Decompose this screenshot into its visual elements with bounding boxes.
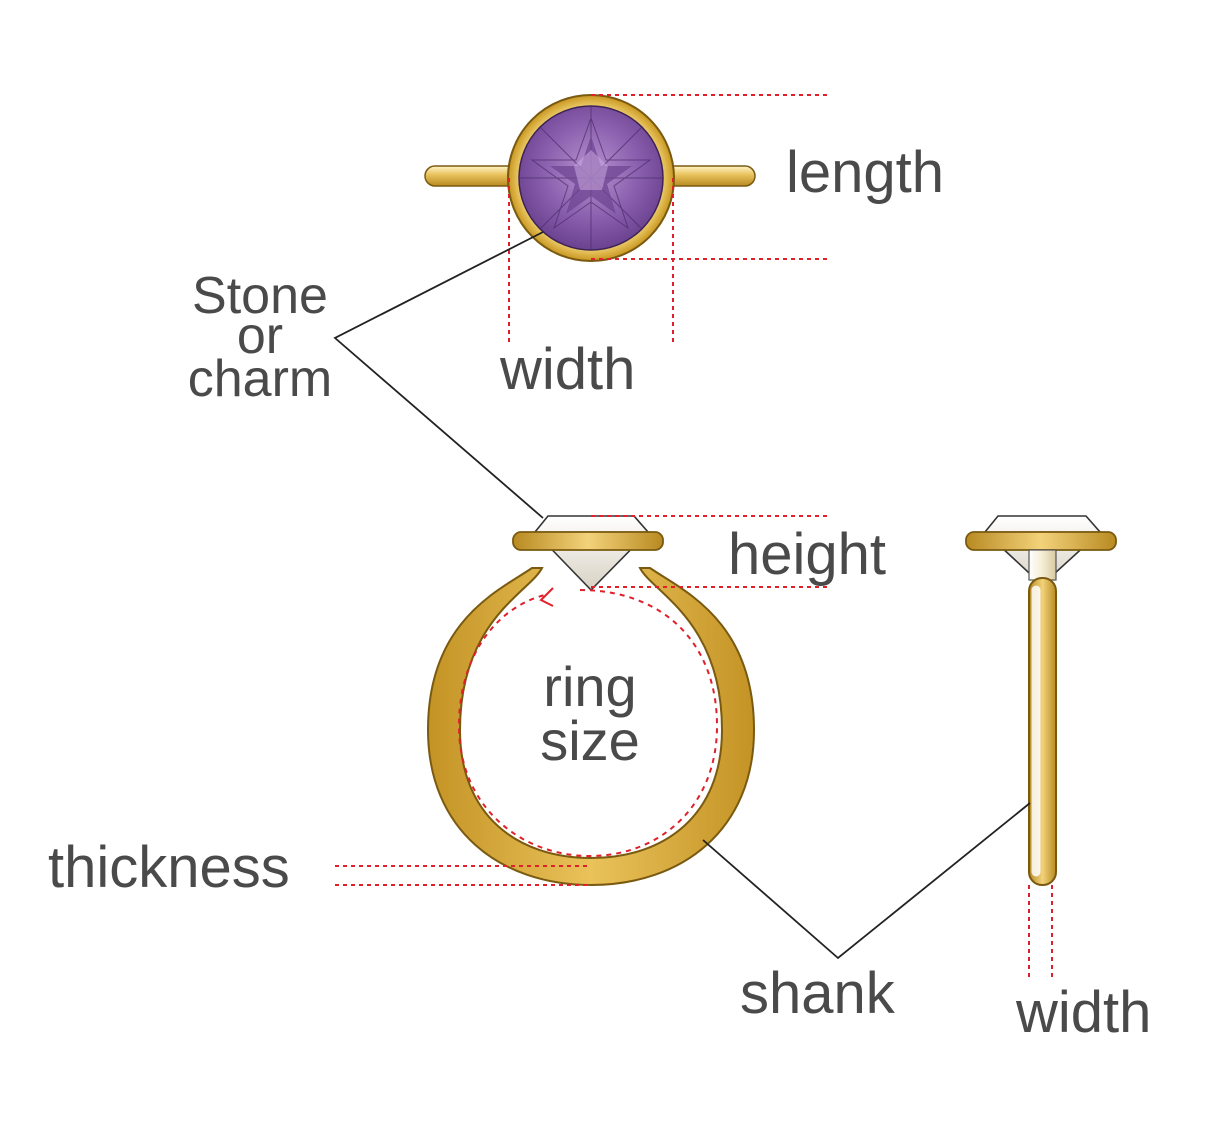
dimension-lines-top — [508, 94, 830, 342]
top-view: length width — [424, 94, 944, 402]
bezel-collar-front — [512, 531, 664, 551]
shank-label: shank — [740, 961, 896, 1026]
shank-side-crossbar — [1028, 549, 1057, 581]
shank-leader: shank — [702, 802, 1031, 1026]
ring-size-arrowhead — [539, 587, 554, 607]
stone-label-line2: or — [237, 307, 283, 365]
bezel-collar-side — [965, 531, 1117, 551]
ring-size-indicator — [457, 589, 719, 858]
ring-size-label-line1: ring — [543, 655, 636, 718]
width-side-label: width — [1015, 980, 1151, 1045]
length-label: length — [786, 140, 944, 205]
thickness-dimension — [335, 865, 591, 886]
stone-table — [574, 150, 608, 190]
ring-band — [426, 567, 756, 887]
front-view: height ring size thickness — [48, 515, 886, 900]
stone-profile-front — [533, 515, 650, 592]
shank-leader-line — [702, 802, 1031, 960]
stone-label-line3: charm — [188, 350, 332, 408]
stone-leader-line — [333, 231, 544, 519]
stone-label-line1: Stone — [192, 267, 328, 325]
stone-leader: Stone or charm — [188, 231, 544, 519]
width-side-dimension — [1028, 885, 1053, 978]
thickness-label: thickness — [48, 835, 290, 900]
side-view: width — [965, 515, 1151, 1045]
height-label: height — [728, 522, 886, 587]
ring-size-label-line2: size — [540, 709, 640, 772]
width-top-label: width — [499, 337, 635, 402]
